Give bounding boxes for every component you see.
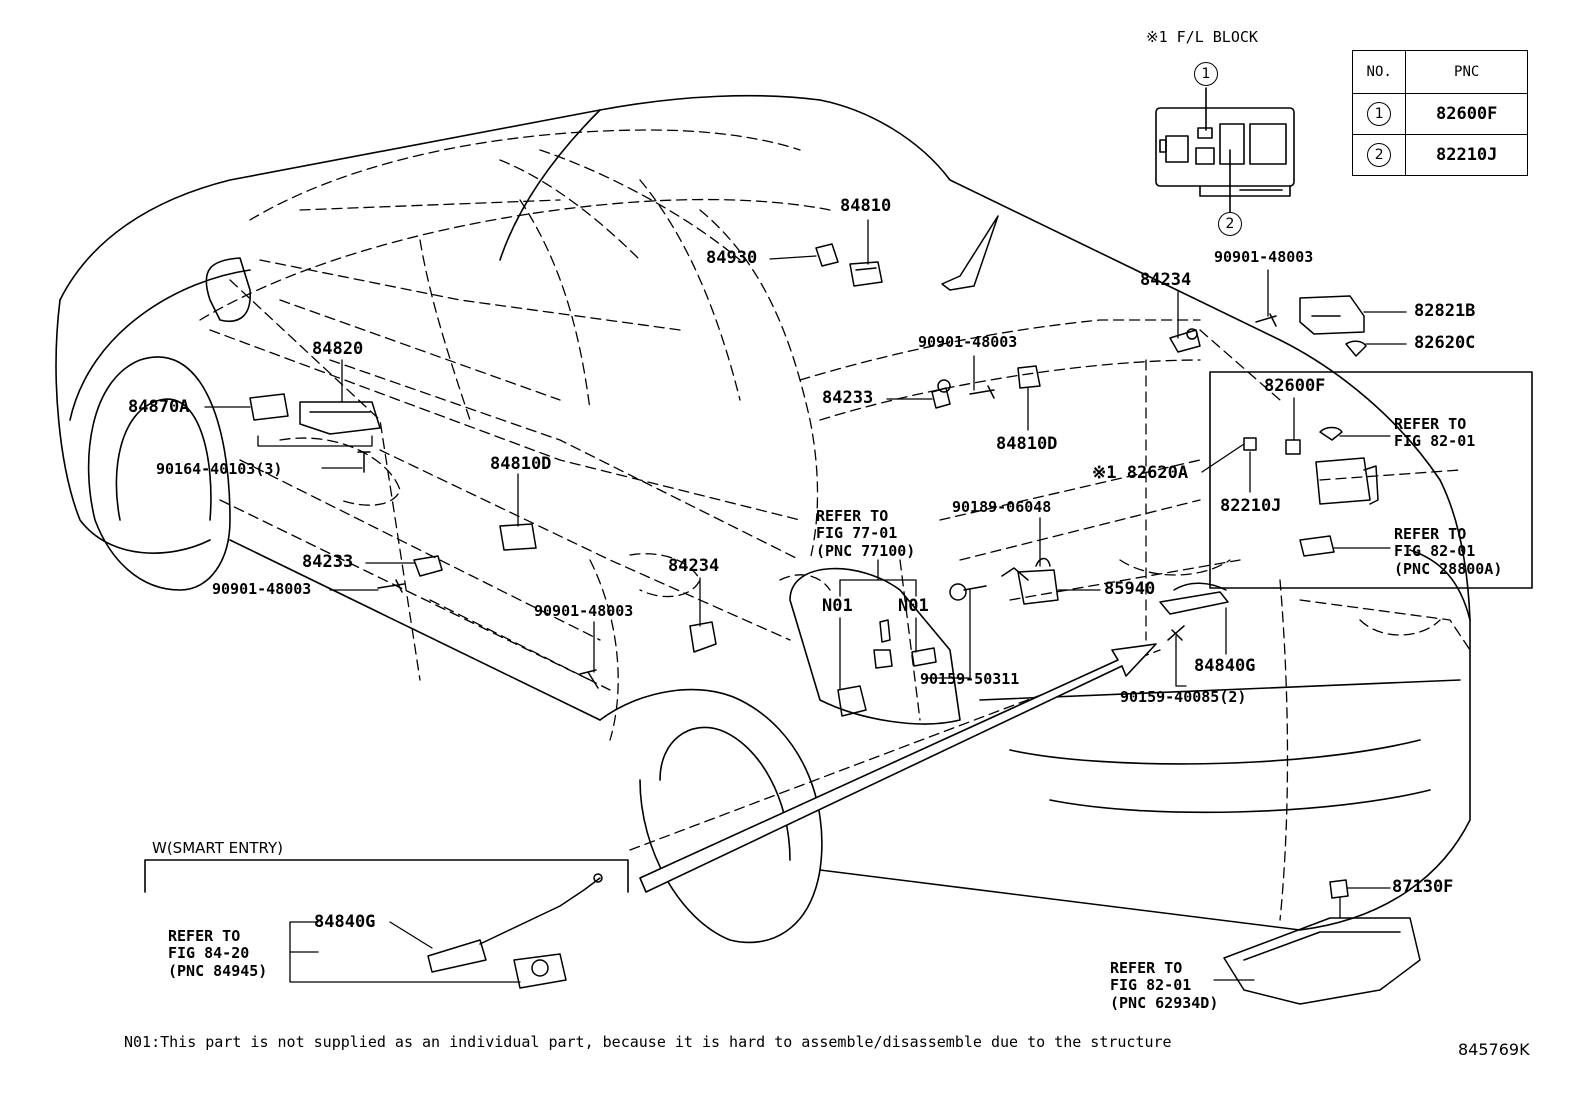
part-label-n01-a[interactable]: N01 — [822, 596, 853, 616]
part-label-85940[interactable]: 85940 — [1104, 579, 1156, 599]
leader-lines — [204, 219, 1407, 983]
part-label-82210J[interactable]: 82210J — [1220, 496, 1282, 516]
part-label-90901-48003-left[interactable]: 90901-48003 — [212, 580, 312, 598]
part-label-84840G-right[interactable]: 84840G — [1194, 656, 1256, 676]
part-label-90901-48003-door[interactable]: 90901-48003 — [534, 602, 634, 620]
part-label-87130F[interactable]: 87130F — [1392, 877, 1454, 897]
part-label-84840G-smart[interactable]: 84840G — [314, 912, 376, 932]
part-label-84810D-left[interactable]: 84810D — [490, 454, 552, 474]
refer-note-fig-82-01-b[interactable]: REFER TO FIG 82-01 (PNC 28800A) — [1394, 525, 1503, 578]
part-label-82620C[interactable]: 82620C — [1414, 333, 1476, 353]
smart-entry-title: W(SMART ENTRY) — [152, 839, 284, 857]
fl-block-marker-2: 2 — [1218, 212, 1242, 236]
part-label-84810D-right[interactable]: 84810D — [996, 434, 1058, 454]
part-label-90189-06048[interactable]: 90189-06048 — [952, 498, 1052, 516]
inset-box — [1209, 371, 1533, 589]
pnc-row-value: 82210J — [1405, 134, 1528, 176]
part-label-84820[interactable]: 84820 — [312, 339, 364, 359]
smart-entry-bracket — [144, 859, 629, 893]
diagram-id: 845769K — [1458, 1040, 1530, 1059]
part-label-84233-left[interactable]: 84233 — [302, 552, 354, 572]
footnote-n01: N01:This part is not supplied as an indi… — [124, 1033, 1172, 1051]
refer-note-fig-84-20[interactable]: REFER TO FIG 84-20 (PNC 84945) — [168, 927, 268, 980]
part-label-90901-48003-mid[interactable]: 90901-48003 — [918, 333, 1018, 351]
part-label-82620A[interactable]: ※1 82620A — [1092, 463, 1189, 483]
car-interior-dashed-lines — [199, 129, 1471, 921]
refer-note-fig-82-01-c[interactable]: REFER TO FIG 82-01 (PNC 62934D) — [1110, 959, 1219, 1012]
part-label-n01-b[interactable]: N01 — [898, 596, 929, 616]
pnc-table-header-pnc: PNC — [1405, 50, 1528, 94]
part-label-84930[interactable]: 84930 — [706, 248, 758, 268]
part-label-84234-top[interactable]: 84234 — [1140, 270, 1192, 290]
table-row: 2 82210J — [1351, 134, 1528, 176]
pnc-table-header-no: NO. — [1351, 50, 1407, 94]
part-label-84234-door[interactable]: 84234 — [668, 556, 720, 576]
pnc-table: NO. PNC 1 82600F 2 82210J — [1351, 50, 1528, 176]
part-label-82600F[interactable]: 82600F — [1264, 376, 1326, 396]
pnc-row-no: 1 — [1367, 102, 1392, 126]
part-label-84870A[interactable]: 84870A — [128, 397, 190, 417]
part-label-90164-40103[interactable]: 90164-40103(3) — [156, 460, 283, 478]
pnc-row-no: 2 — [1367, 143, 1392, 167]
table-row: 1 82600F — [1351, 93, 1528, 135]
car-body-outline — [55, 94, 1471, 944]
fl-block-title: ※1 F/L BLOCK — [1146, 28, 1258, 46]
part-label-84810[interactable]: 84810 — [840, 196, 892, 216]
fl-block-marker-1: 1 — [1194, 62, 1218, 86]
part-label-90159-40085[interactable]: 90159-40085(2) — [1120, 688, 1247, 706]
refer-note-fig-77-01[interactable]: REFER TO FIG 77-01 (PNC 77100) — [816, 507, 916, 560]
part-label-90159-50311[interactable]: 90159-50311 — [920, 670, 1020, 688]
fl-block-drawing — [1155, 87, 1295, 213]
direction-arrow — [639, 643, 1157, 893]
part-label-90901-48003-top[interactable]: 90901-48003 — [1214, 248, 1314, 266]
pnc-table-header-row: NO. PNC — [1351, 50, 1528, 94]
part-label-82821B[interactable]: 82821B — [1414, 301, 1476, 321]
part-label-84233-mid[interactable]: 84233 — [822, 388, 874, 408]
refer-note-fig-82-01-a[interactable]: REFER TO FIG 82-01 — [1394, 415, 1476, 451]
pnc-row-value: 82600F — [1405, 93, 1528, 135]
